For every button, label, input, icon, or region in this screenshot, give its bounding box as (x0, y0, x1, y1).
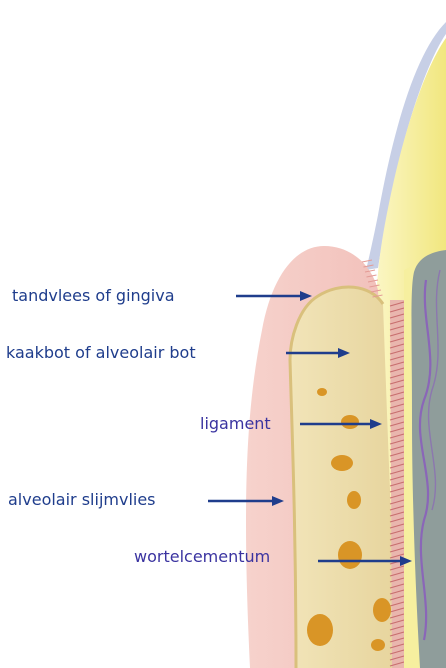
label-bone: kaakbot of alveolair bot (6, 343, 196, 363)
label-ligament: ligament (200, 414, 271, 434)
label-mucosa: alveolair slijmvlies (8, 490, 156, 510)
arrow-right-icon (208, 496, 284, 506)
label-cementum: wortelcementum (134, 547, 270, 567)
label-gingiva: tandvlees of gingiva (12, 286, 175, 306)
